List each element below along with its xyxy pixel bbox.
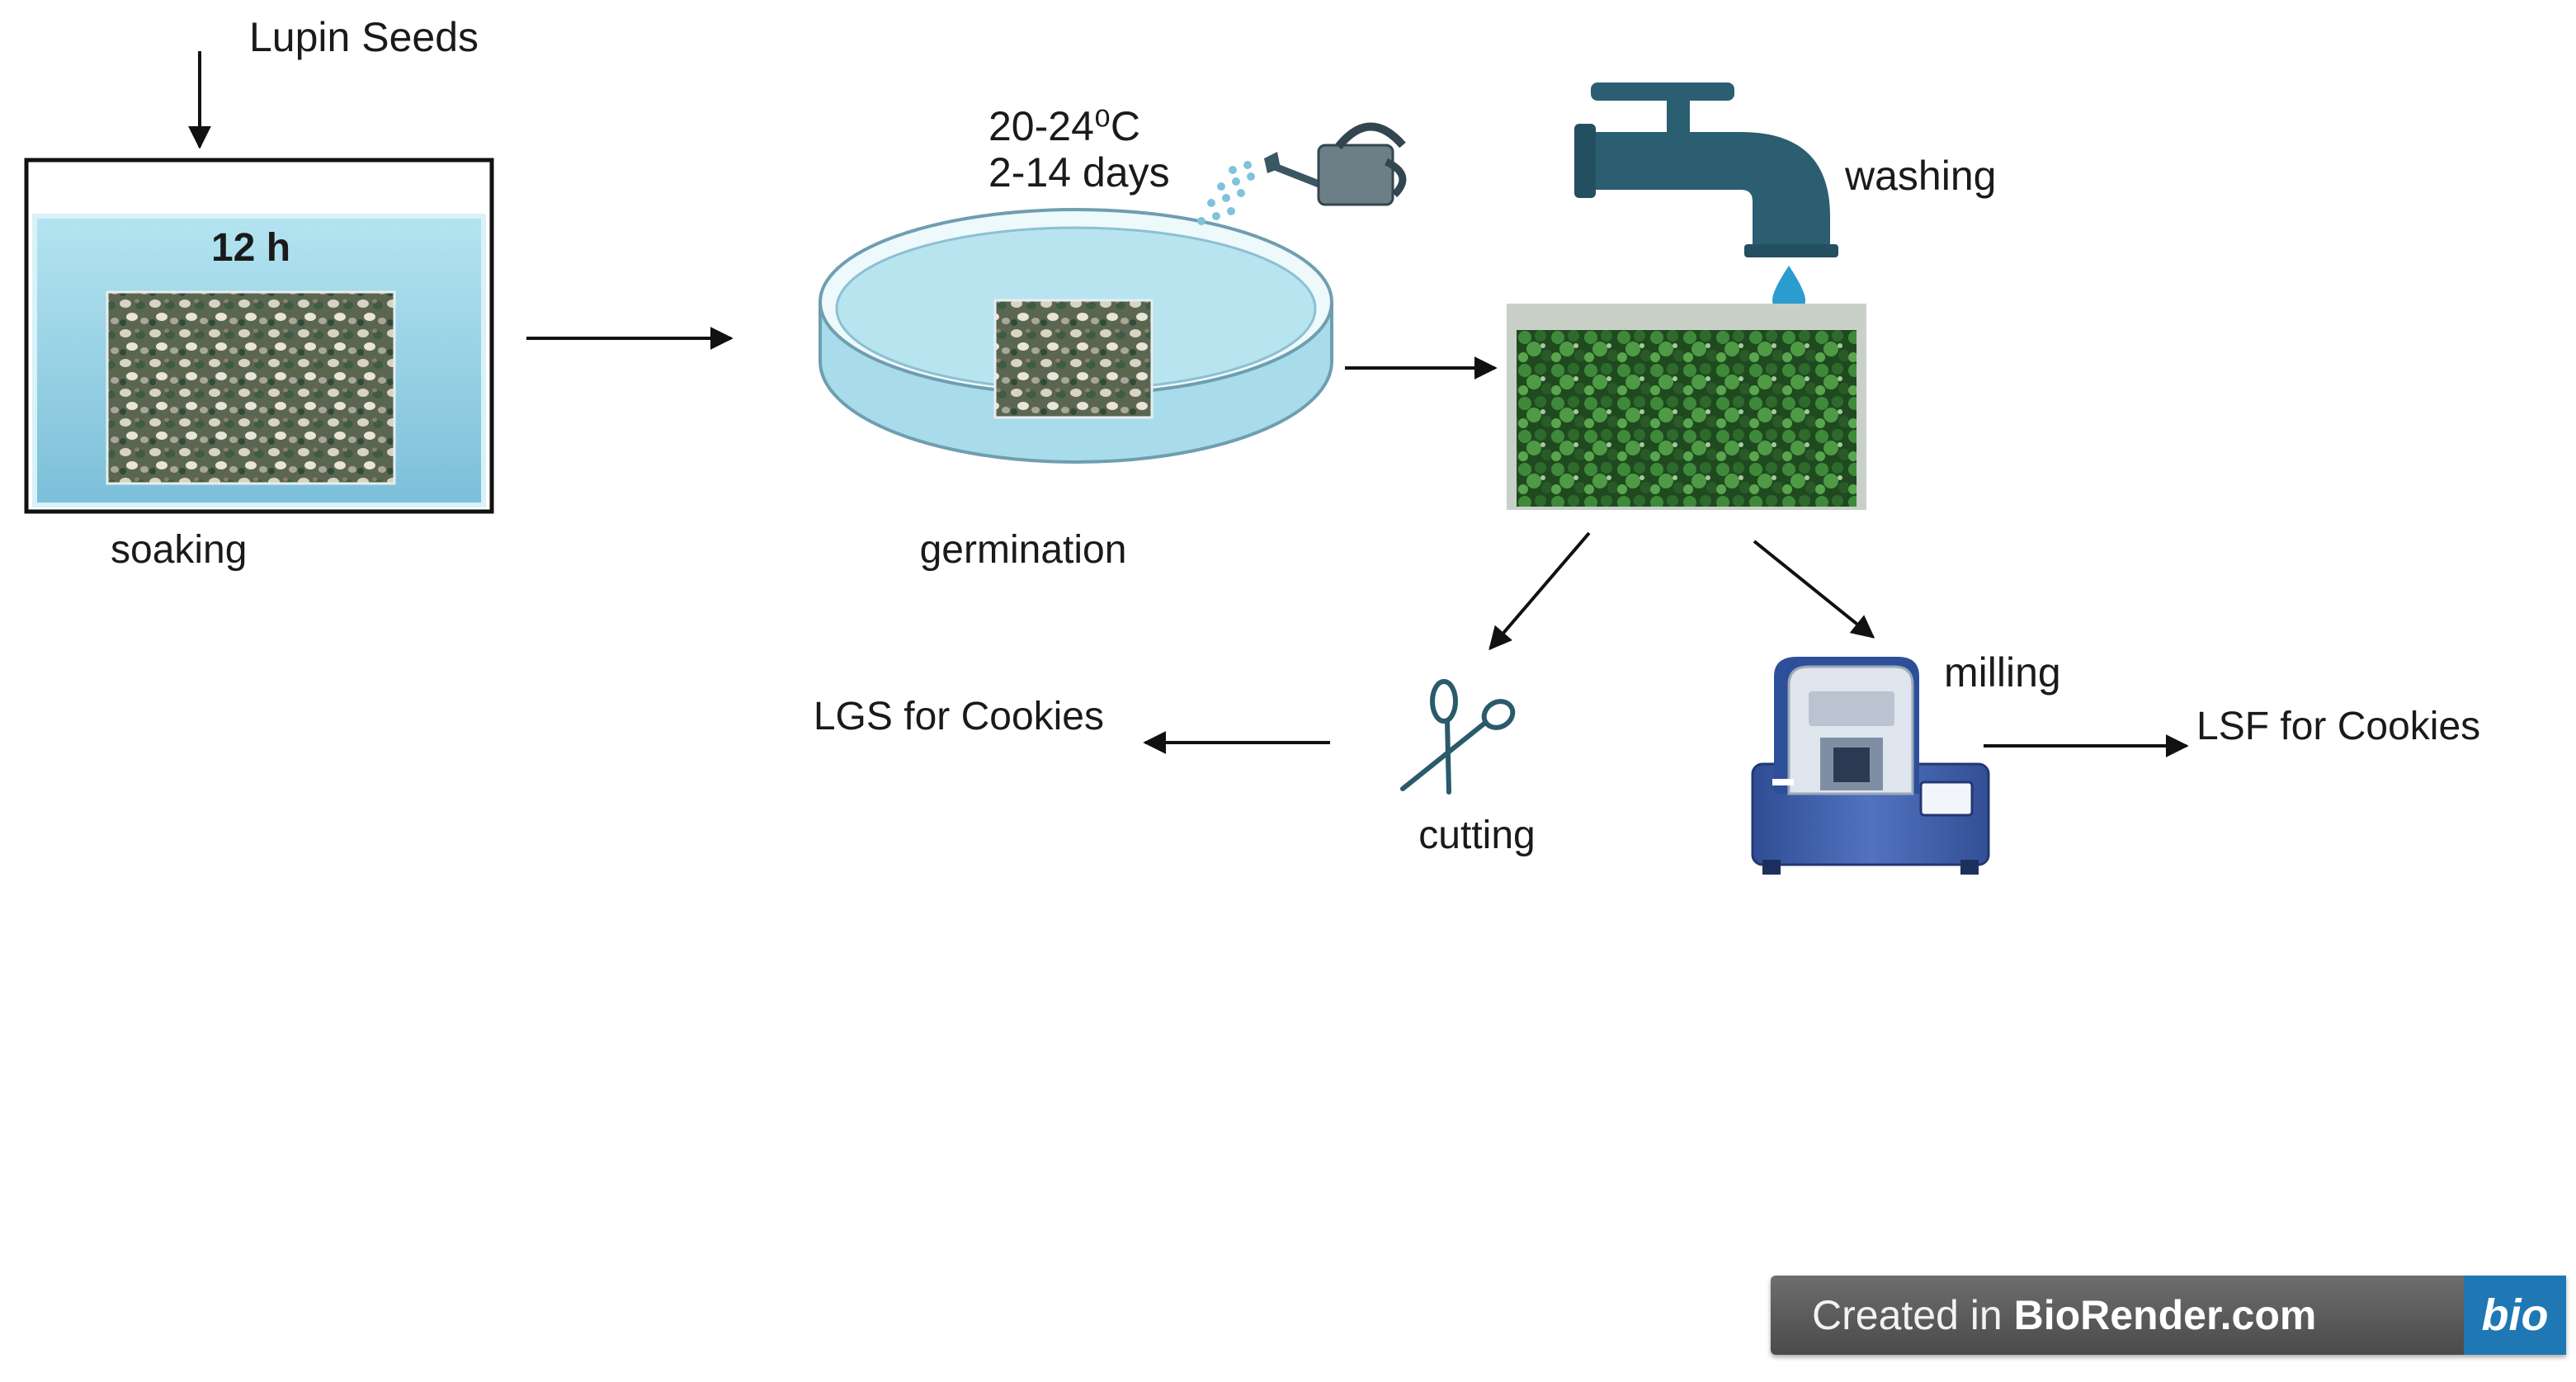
germinating-seeds-photo (993, 299, 1154, 419)
biorender-badge: Created in BioRender.com bio (1771, 1276, 2566, 1355)
watering-can-icon (1197, 122, 1407, 225)
lsf-output-label: LSF for Cookies (2196, 705, 2480, 748)
badge-brand: BioRender.com (2013, 1292, 2317, 1338)
germination-days-label: 2-14 days (988, 149, 1170, 196)
germination-label: germination (920, 528, 1127, 572)
input-label: Lupin Seeds (249, 14, 479, 60)
water-tank-icon (24, 158, 494, 514)
soaking-label: soaking (111, 528, 247, 572)
arrow-to-cutting (1489, 531, 1591, 651)
badge-text: Created in BioRender.com (1812, 1276, 2316, 1355)
germination-temp-label: 20-24⁰C (988, 103, 1140, 149)
biorender-logo-icon: bio (2464, 1276, 2566, 1355)
scissors-icon (1400, 679, 1516, 795)
lgs-output-label: LGS for Cookies (814, 695, 1104, 738)
soak-time-label: 12 h (211, 226, 290, 270)
badge-prefix: Created in (1812, 1292, 2014, 1338)
arrow-to-milling (1753, 540, 1875, 639)
lupin-seeds-photo (106, 290, 396, 485)
petri-dish-icon (819, 208, 1333, 464)
milling-label: milling (1944, 649, 2061, 696)
cutting-label: cutting (1418, 814, 1535, 857)
sprouts-icon (1507, 304, 1866, 510)
mill-icon (1751, 657, 1990, 875)
washing-label: washing (1844, 153, 1996, 199)
lupin-sprouts-photo (1517, 330, 1857, 507)
water-tap-icon (1574, 83, 1838, 257)
